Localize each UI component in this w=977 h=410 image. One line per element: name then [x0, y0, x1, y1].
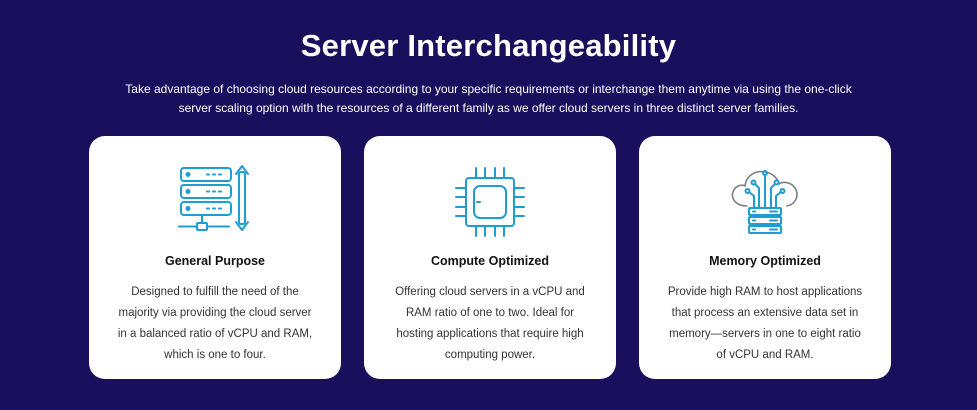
- card-title: Compute Optimized: [430, 254, 550, 268]
- card-general-purpose: General Purpose Designed to fulfill the …: [89, 136, 341, 379]
- cpu-chip-icon: [450, 162, 530, 242]
- card-description: Provide high RAM to host applications th…: [667, 286, 863, 361]
- card-description: Offering cloud servers in a vCPU and RAM…: [395, 286, 585, 361]
- card-title: General Purpose: [164, 254, 266, 268]
- card-description: Designed to fulfill the need of the majo…: [117, 286, 313, 361]
- card-compute-optimized: Compute Optimized Offering cloud servers…: [364, 136, 616, 379]
- card-title: Memory Optimized: [709, 254, 821, 268]
- section-title: Server Interchangeability: [300, 28, 677, 63]
- section-subtitle: Take advantage of choosing cloud resourc…: [125, 82, 852, 115]
- cloud-server-icon: [725, 162, 805, 242]
- server-stack-icon: [175, 162, 255, 242]
- card-memory-optimized: Memory Optimized Provide high RAM to hos…: [639, 136, 891, 379]
